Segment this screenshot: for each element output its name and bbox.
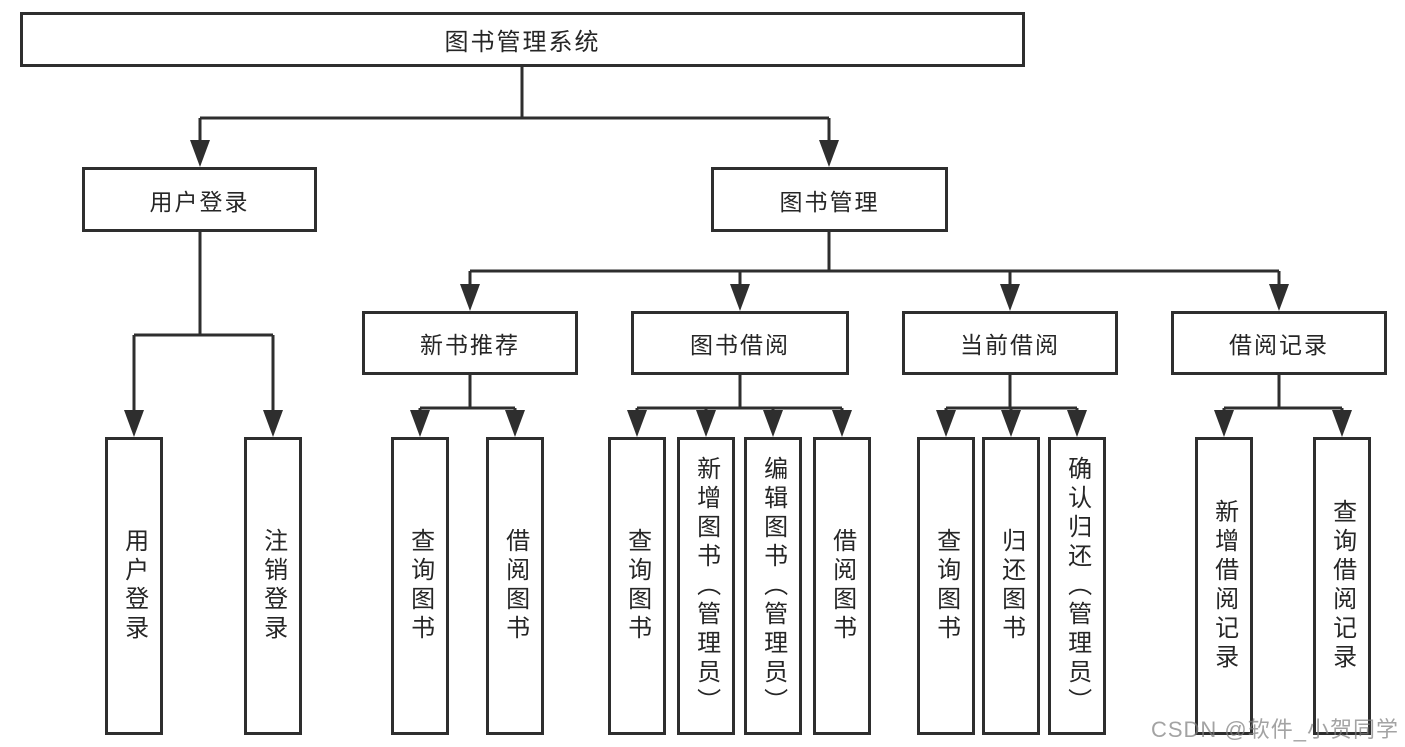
leaf-add-borrow-record: 新增借阅记录 xyxy=(1195,437,1253,735)
leaf-label: 注销登录 xyxy=(259,528,287,644)
leaf-logout: 注销登录 xyxy=(244,437,302,735)
leaf-label: 用户登录 xyxy=(120,528,148,644)
node-root: 图书管理系统 xyxy=(20,12,1025,67)
watermark: CSDN @软件_小贺同学 xyxy=(1150,717,1399,742)
node-book-borrow: 图书借阅 xyxy=(631,311,849,375)
arrow-icon xyxy=(627,410,647,437)
connector-bookmgmt-branch xyxy=(468,232,1281,288)
leaf-edit-book-admin: 编辑图书（管理员） xyxy=(744,437,802,735)
leaf-user-login: 用户登录 xyxy=(105,437,163,735)
arrow-icon xyxy=(263,410,283,437)
connector-bookborrow-branch xyxy=(635,375,844,414)
leaf-label: 编辑图书（管理员） xyxy=(759,455,787,717)
leaf-return-books: 归还图书 xyxy=(982,437,1040,735)
leaf-query-books-2: 查询图书 xyxy=(608,437,666,735)
leaf-label: 查询图书 xyxy=(623,528,651,644)
arrow-icon xyxy=(819,140,839,167)
leaf-confirm-return-admin: 确认归还（管理员） xyxy=(1048,437,1106,735)
arrowheads xyxy=(124,140,1352,437)
arrow-icon xyxy=(1067,410,1087,437)
arrow-icon xyxy=(410,410,430,437)
node-new-book-recommend: 新书推荐 xyxy=(362,311,578,375)
leaf-query-books-1: 查询图书 xyxy=(391,437,449,735)
arrow-icon xyxy=(832,410,852,437)
leaf-add-book-admin: 新增图书（管理员） xyxy=(677,437,735,735)
arrow-icon xyxy=(1000,284,1020,311)
leaf-query-books-3: 查询图书 xyxy=(917,437,975,735)
leaf-query-borrow-record: 查询借阅记录 xyxy=(1313,437,1371,735)
arrow-icon xyxy=(763,410,783,437)
leaf-label: 借阅图书 xyxy=(828,528,856,644)
arrow-icon xyxy=(460,284,480,311)
arrow-icon xyxy=(505,410,525,437)
leaf-label: 借阅图书 xyxy=(501,528,529,644)
leaf-label: 新增图书（管理员） xyxy=(692,455,720,717)
arrow-icon xyxy=(696,410,716,437)
connector-userlogin-branch xyxy=(132,231,275,414)
leaf-label: 新增借阅记录 xyxy=(1210,499,1238,673)
leaf-label: 查询借阅记录 xyxy=(1328,499,1356,673)
arrow-icon xyxy=(190,140,210,167)
node-user-login: 用户登录 xyxy=(82,167,317,232)
connector-borrowrecord-branch xyxy=(1222,375,1344,414)
arrow-icon xyxy=(124,410,144,437)
arrow-icon xyxy=(1269,284,1289,311)
arrow-icon xyxy=(1214,410,1234,437)
arrow-icon xyxy=(730,284,750,311)
connector-root-branch xyxy=(198,67,831,144)
arrow-icon xyxy=(936,410,956,437)
node-current-borrow: 当前借阅 xyxy=(902,311,1118,375)
leaf-label: 查询图书 xyxy=(932,528,960,644)
node-book-management: 图书管理 xyxy=(711,167,948,232)
node-borrow-records: 借阅记录 xyxy=(1171,311,1387,375)
arrow-icon xyxy=(1332,410,1352,437)
arrow-icon xyxy=(1001,410,1021,437)
leaf-label: 查询图书 xyxy=(406,528,434,644)
connector-newbook-branch xyxy=(418,375,517,414)
leaf-borrow-books-2: 借阅图书 xyxy=(813,437,871,735)
leaf-label: 归还图书 xyxy=(997,528,1025,644)
leaf-label: 确认归还（管理员） xyxy=(1063,455,1091,717)
connector-currentborrow-branch xyxy=(944,375,1079,414)
leaf-borrow-books-1: 借阅图书 xyxy=(486,437,544,735)
